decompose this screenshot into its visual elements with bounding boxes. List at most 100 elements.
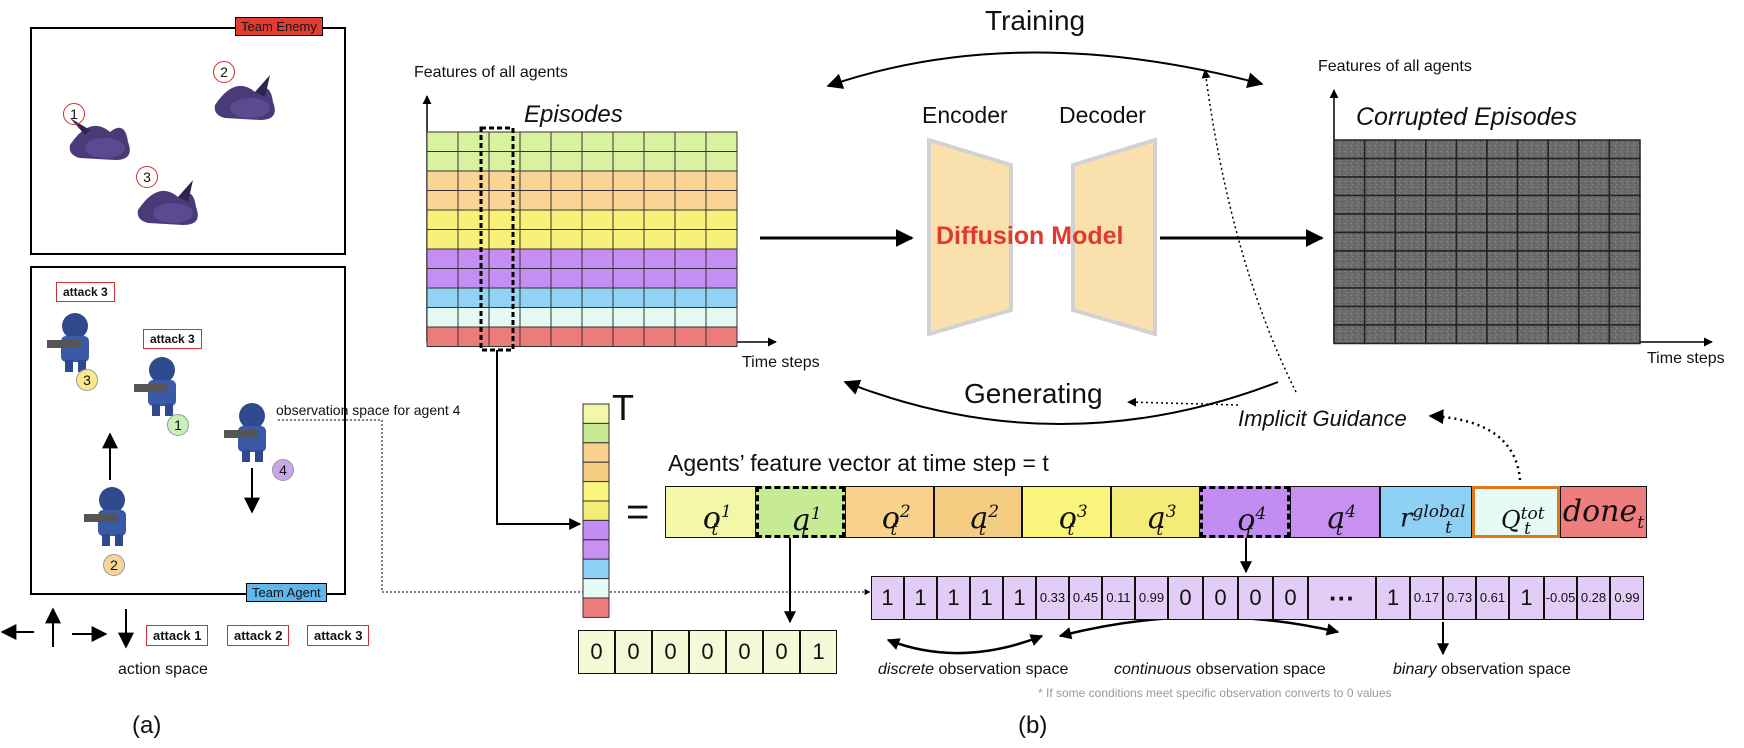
observation-cell: 0 — [1203, 576, 1238, 620]
corrupted-cell — [1425, 176, 1458, 197]
episode-cell — [705, 248, 738, 269]
episode-column-highlight — [479, 126, 515, 352]
episode-cell — [581, 307, 614, 328]
episode-cell — [457, 170, 490, 191]
episode-cell — [612, 151, 645, 172]
corrupted-cell — [1578, 305, 1611, 326]
corrupted-cell — [1363, 194, 1396, 215]
encoder-shape — [927, 137, 1013, 337]
episode-cell — [519, 229, 552, 250]
feature-subscript: t — [1245, 522, 1253, 542]
corrupted-cell — [1547, 213, 1580, 234]
feature-symbol: r — [1400, 503, 1413, 534]
action-attack-3: attack 3 — [307, 625, 370, 646]
episode-cell — [705, 131, 738, 152]
corrupted-cell — [1486, 250, 1519, 271]
observation-cell: 0.33 — [1036, 576, 1069, 620]
binary-suffix: observation space — [1441, 661, 1571, 678]
corrupted-cell — [1455, 194, 1488, 215]
feature-subscript: t — [1637, 513, 1645, 533]
feature-symbol: o — [1058, 501, 1077, 536]
feature-superscript: 4 — [1255, 504, 1267, 524]
corrupted-cell — [1516, 305, 1549, 326]
corrupted-cell — [1608, 213, 1641, 234]
binary-observation-label: binary observation space — [1393, 661, 1571, 679]
episode-cell — [488, 248, 521, 269]
feature-vector-title: Agents’ feature vector at time step = t — [668, 450, 1049, 476]
corrupted-cell — [1394, 194, 1427, 215]
agent-id-4: 4 — [272, 459, 294, 481]
enemy-id-2: 2 — [213, 61, 235, 83]
corrupted-cell — [1333, 157, 1366, 178]
corrupted-cell — [1547, 287, 1580, 308]
corrupted-cell — [1363, 176, 1396, 197]
episode-cell — [705, 209, 738, 230]
corrupted-cell — [1455, 231, 1488, 252]
column-vector-cell — [582, 539, 610, 560]
episode-cell — [550, 131, 583, 152]
column-vector-cell — [582, 422, 610, 444]
action-space-label: action space — [118, 661, 208, 678]
feature-cell-3: a2t — [934, 486, 1022, 540]
feature-superscript: 3 — [1165, 502, 1177, 522]
corrupted-cell — [1455, 139, 1488, 160]
corrupted-cell — [1608, 231, 1641, 252]
episode-cell — [705, 170, 738, 191]
corrupted-cell — [1516, 139, 1549, 160]
corrupted-cell — [1578, 176, 1611, 197]
onehot-cell: 0 — [726, 630, 763, 674]
observation-cell: 0.11 — [1102, 576, 1135, 620]
agent-3-attack-label: attack 3 — [56, 282, 115, 302]
corrupted-cell — [1394, 268, 1427, 289]
episode-cell — [550, 229, 583, 250]
corrupted-cell — [1363, 213, 1396, 234]
corrupted-cell — [1578, 157, 1611, 178]
feature-cell-6: o4t — [1200, 486, 1290, 542]
episode-cell — [705, 151, 738, 172]
corrupted-cell — [1516, 231, 1549, 252]
corrupted-cell — [1578, 139, 1611, 160]
feature-superscript: 2 — [988, 502, 1000, 522]
agent-id-2: 2 — [103, 554, 125, 576]
episode-cell — [519, 326, 552, 347]
feature-cell-4: o3t — [1022, 486, 1111, 540]
corrupted-cell — [1516, 287, 1549, 308]
onehot-cell: 1 — [800, 630, 837, 674]
episode-cell — [643, 248, 676, 269]
agent-id-3: 3 — [76, 369, 98, 391]
episode-cell — [581, 209, 614, 230]
corrupted-cell — [1578, 213, 1611, 234]
onehot-cell: 0 — [578, 630, 615, 674]
column-vector-cell — [582, 461, 610, 483]
corrupted-cell — [1394, 176, 1427, 197]
episode-cell — [550, 151, 583, 172]
column-vector-cell — [582, 597, 610, 618]
enemy-unit-2 — [214, 75, 275, 120]
episode-cell — [674, 151, 707, 172]
episode-cell — [426, 151, 459, 172]
continuous-word: continuous — [1114, 661, 1192, 678]
team-agent-tag: Team Agent — [246, 583, 327, 602]
corrupted-cell — [1547, 139, 1580, 160]
episode-cell — [457, 326, 490, 347]
corrupted-cell — [1455, 213, 1488, 234]
corrupted-cell — [1516, 213, 1549, 234]
episode-cell — [674, 209, 707, 230]
episode-cell — [426, 229, 459, 250]
feature-subscript: t — [1335, 520, 1343, 540]
episode-cell — [581, 229, 614, 250]
corrupted-cell — [1455, 268, 1488, 289]
corrupted-cell — [1608, 268, 1641, 289]
observation-cell: 1 — [871, 576, 904, 620]
episode-cell — [643, 326, 676, 347]
episode-cell — [612, 170, 645, 191]
episode-cell — [643, 229, 676, 250]
observation-cell: ··· — [1308, 576, 1376, 620]
corrupted-cell — [1516, 157, 1549, 178]
action-attack-1: attack 1 — [146, 625, 209, 646]
corrupted-cell — [1578, 268, 1611, 289]
corrupted-cell — [1394, 305, 1427, 326]
episode-cell — [674, 287, 707, 308]
